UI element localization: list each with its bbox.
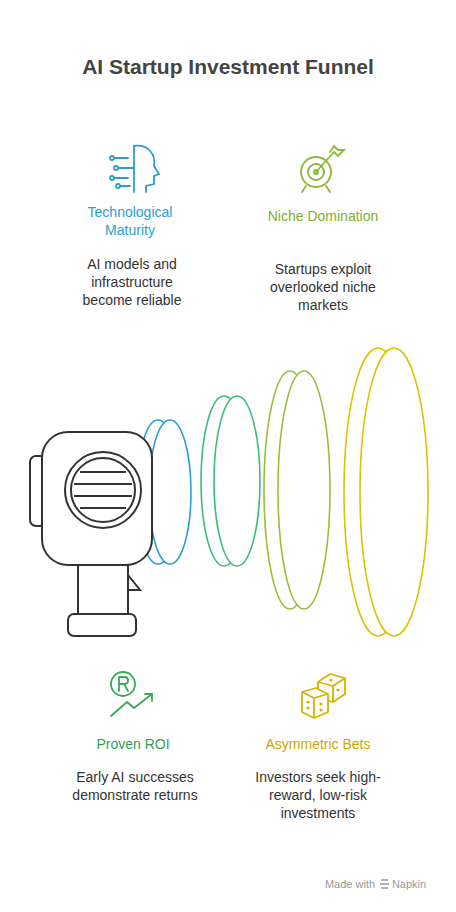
section-heading: Proven ROI xyxy=(68,735,198,753)
napkin-logo xyxy=(380,880,389,888)
section-heading: Asymmetric Bets xyxy=(243,735,393,753)
head-icon xyxy=(110,146,159,192)
section-body: Early AI successes demonstrate returns xyxy=(60,768,210,804)
watermark: Napkin xyxy=(387,877,431,891)
diagram-title: AI Startup Investment Funnel xyxy=(0,53,456,80)
roi-icon xyxy=(111,672,152,716)
section-heading: Niche Domination xyxy=(248,207,398,225)
watermark: Made with xyxy=(320,877,380,891)
ring-yellow xyxy=(344,348,428,636)
dice-icon xyxy=(302,674,345,718)
ring-green xyxy=(201,396,260,566)
section-heading: Technological Maturity xyxy=(65,203,195,239)
ring-lime xyxy=(264,371,330,609)
target-icon xyxy=(301,146,344,192)
section-body: AI models and infrastructure become reli… xyxy=(72,255,192,310)
megaphone xyxy=(30,432,152,636)
section-body: Startups exploit overlooked niche market… xyxy=(253,260,393,315)
section-body: Investors seek high-reward, low-risk inv… xyxy=(243,768,393,823)
